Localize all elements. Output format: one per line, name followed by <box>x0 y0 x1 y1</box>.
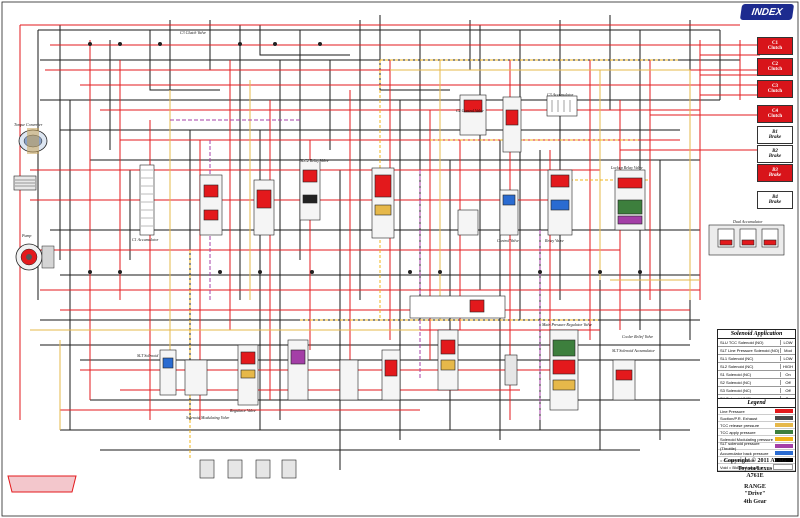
brake-code: B1 <box>772 129 778 135</box>
cooler <box>13 175 37 191</box>
clutch-name: Clutch <box>767 46 783 51</box>
table-row: S3 Solenoid (NC)Off <box>718 387 795 395</box>
table-row: SLU TCC Solenoid (NO)LOW <box>718 339 795 347</box>
brake-name: Brake <box>768 135 782 140</box>
clutch-name: Clutch <box>767 89 783 94</box>
relay-valve-label: Relay Valve <box>545 238 564 243</box>
table-row: SL1 Solenoid (NC)LOW <box>718 355 795 363</box>
legend-item: Solenoid Modulating pressure <box>718 436 795 443</box>
dual-accumulator-label: Dual Accumulator <box>733 219 763 224</box>
c2-control-valve-label: C2 Control Valve <box>456 108 484 113</box>
table-row: S1 Solenoid (NC)On <box>718 371 795 379</box>
range-label: RANGE <box>744 483 766 490</box>
legend-item: Line Pressure <box>718 408 795 415</box>
c3-accumulator-label: C3 Accumulator <box>547 92 574 97</box>
lockup-relay-valve-label: Lockup Relay Valve <box>611 165 643 170</box>
clutch-c2-box: C2 Clutch <box>757 58 793 76</box>
brake-b1-box: B1 Brake <box>757 126 793 144</box>
clutch-code: C1 <box>771 40 779 46</box>
brake-b4-box: B4 Brake <box>757 191 793 209</box>
brake-code: B4 <box>772 194 778 200</box>
diagram-footer: Copyright © 2011 ATSG Toyota/Lexus A761E… <box>712 458 798 506</box>
brake-name: Brake <box>768 200 782 205</box>
legend-item: = Connected circuit <box>718 457 795 464</box>
brake-name: Brake <box>768 173 782 178</box>
solenoid-application-table: Solenoid Application SLU TCC Solenoid (N… <box>717 329 796 404</box>
main-pressure-regulator-label: Main Pressure Regulator Valve <box>542 322 593 327</box>
brake-name: Brake <box>768 154 782 159</box>
clutch-name: Clutch <box>767 67 783 72</box>
exhaust-circuits <box>37 15 740 470</box>
torque-converter-label: Torque Converter <box>14 122 43 127</box>
torque-converter <box>18 128 48 154</box>
clutch-code: C4 <box>771 108 779 114</box>
clutch-c3-box: C3 Clutch <box>757 80 793 98</box>
clutch-c4-box: C4 Clutch <box>757 105 793 123</box>
tcc-release-circuits <box>30 60 700 430</box>
clutch-code: C2 <box>771 61 779 67</box>
index-button[interactable]: INDEX <box>739 4 795 20</box>
gear-label: 4th Gear <box>743 498 767 505</box>
legend-item: Suction/P.R. Exhaust <box>718 415 795 422</box>
clutch-c1-box: C1 Clutch <box>757 37 793 55</box>
legend-title: Legend <box>718 399 795 408</box>
brake-b2-box: B2 Brake <box>757 145 793 163</box>
regulator-valve-label: Regulator Valve <box>230 408 256 413</box>
model-line-1: Toyota/Lexus <box>737 465 773 472</box>
brake-b3-box: B3 Brake <box>757 164 793 182</box>
cooler-relief-label: Cooler Relief Valve <box>622 334 654 339</box>
model-line-2: A761E <box>746 473 764 479</box>
table-row: SL2 Solenoid (NC)HIGH <box>718 364 795 371</box>
slt-accumulator-label: SLT Solenoid Accumulator <box>612 348 655 353</box>
pump-label: Pump <box>22 233 32 238</box>
c3-clutch-valve-label: C3 Clutch Valve <box>180 30 206 35</box>
legend-item: SLT solenoid pressure (Throttle) <box>718 441 795 451</box>
table-row: S2 Solenoid (NC)Off <box>718 379 795 387</box>
legend-item: TCC apply pressure <box>718 429 795 436</box>
legend-item: TCC release pressure <box>718 422 795 429</box>
legend: Legend Line Pressure Suction/P.R. Exhaus… <box>717 398 796 472</box>
slt-solenoid-label: SLT Solenoid <box>137 353 159 358</box>
range-value: "Drive" <box>744 491 766 497</box>
copyright-text: Copyright © 2011 ATSG <box>723 458 787 464</box>
solenoid-table-title: Solenoid Application <box>718 330 795 339</box>
oil-pump <box>15 243 55 271</box>
table-row: SLT Line Pressure Solenoid (NO)Mod <box>718 347 795 355</box>
brake-code: B3 <box>772 167 778 173</box>
legend-item: Accumulator back pressure <box>718 450 795 457</box>
oil-pan <box>7 475 77 493</box>
check-valve-symbols <box>88 42 642 274</box>
clutch-code: C3 <box>771 83 779 89</box>
valve-bodies <box>139 94 785 479</box>
c1-accumulator-label: C1 Accumulator <box>132 237 159 242</box>
control-valve-label: Control Valve <box>497 238 519 243</box>
legend-item: Void = Blocked passage <box>718 464 795 471</box>
solenoid-modulator-label: Solenoid Modulating Valve <box>186 415 230 420</box>
brake-code: B2 <box>772 148 778 154</box>
slc2-relay-valve-label: SLC2 Relay Valve <box>300 158 329 163</box>
clutch-name: Clutch <box>767 114 783 119</box>
